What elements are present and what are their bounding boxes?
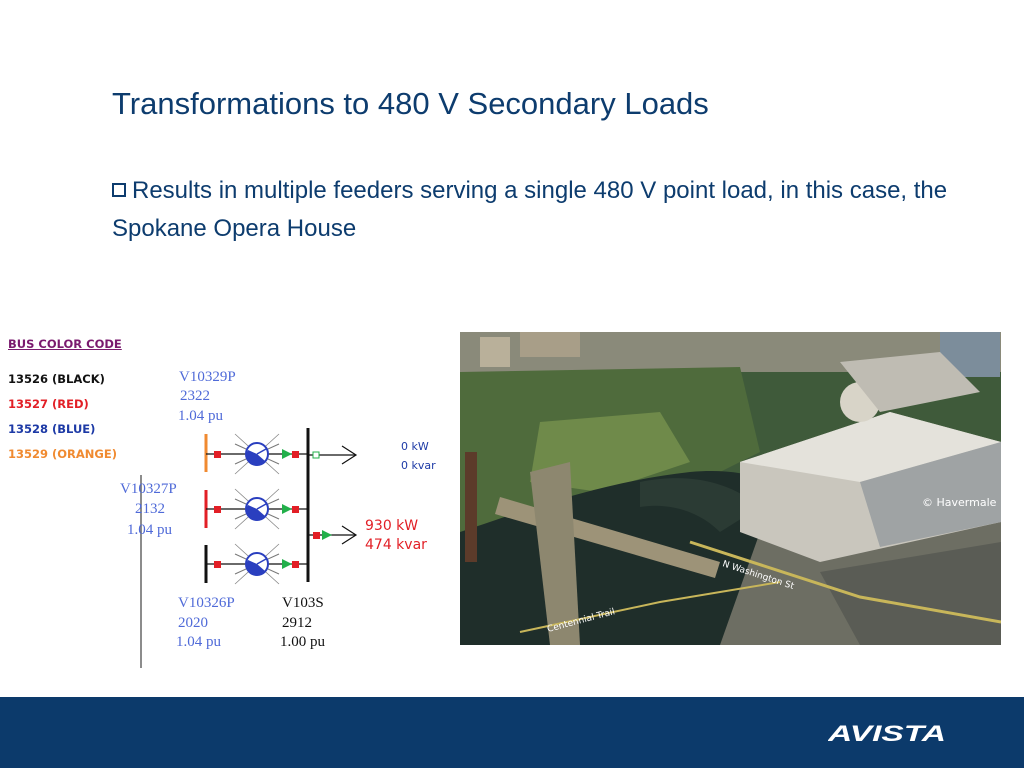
avista-logo: AVISTA: [828, 721, 946, 745]
bus-top-voltage: 1.04 pu: [178, 408, 224, 424]
aerial-photo: © Havermale N Washington St Centennial T…: [460, 332, 1001, 645]
bus-secondary-voltage: 1.00 pu: [280, 634, 326, 650]
bus-bottom-voltage: 1.04 pu: [176, 634, 222, 650]
bus-secondary-number: 2912: [282, 615, 312, 631]
load-opera-kw: 930 kW: [365, 518, 418, 534]
breaker: [292, 451, 299, 458]
flow-arrow-icon: [282, 504, 292, 514]
bus-secondary-name: V103S: [282, 595, 324, 611]
bus-bottom-name: V10326P: [178, 595, 235, 611]
breaker: [292, 561, 299, 568]
bullet-text: Results in multiple feeders serving a si…: [112, 177, 948, 242]
avista-logo-text: AVISTA: [828, 721, 946, 745]
bus-mid-voltage: 1.04 pu: [127, 522, 173, 538]
legend-item-red: 13527 (RED): [8, 397, 89, 411]
label-havermale: © Havermale: [922, 496, 997, 509]
load-opera-kvar: 474 kvar: [365, 537, 427, 553]
breaker: [313, 532, 320, 539]
legend-item-blue: 13528 (BLUE): [8, 422, 96, 436]
flow-arrow-icon: [282, 449, 292, 459]
open-breaker: [312, 451, 320, 459]
footer-bar: AVISTA: [0, 697, 1024, 768]
load-open-kvar: 0 kvar: [401, 459, 436, 472]
bus-color-legend: BUS COLOR CODE 13526 (BLACK) 13527 (RED)…: [8, 337, 122, 461]
bus-top-name: V10329P: [179, 369, 236, 385]
breaker: [214, 506, 221, 513]
load-open-kw: 0 kW: [401, 440, 429, 453]
breaker: [292, 506, 299, 513]
breaker: [214, 561, 221, 568]
flow-arrow-icon: [282, 559, 292, 569]
bus-bottom-number: 2020: [178, 615, 208, 631]
flow-arrow-icon: [322, 530, 332, 540]
legend-item-black: 13526 (BLACK): [8, 372, 105, 386]
bullet-point: Results in multiple feeders serving a si…: [112, 172, 952, 248]
breaker: [214, 451, 221, 458]
bus-mid-name: V10327P: [120, 481, 177, 497]
slide-title: Transformations to 480 V Secondary Loads: [112, 86, 709, 121]
legend-title: BUS COLOR CODE: [8, 337, 122, 351]
bus-top-number: 2322: [180, 388, 210, 404]
legend-item-orange: 13529 (ORANGE): [8, 447, 117, 461]
one-line-diagram: V10329P 2322 1.04 pu V10327P 2132 1.04 p…: [120, 369, 436, 668]
bus-mid-number: 2132: [135, 501, 165, 517]
bullet-checkbox-icon: [112, 183, 126, 197]
